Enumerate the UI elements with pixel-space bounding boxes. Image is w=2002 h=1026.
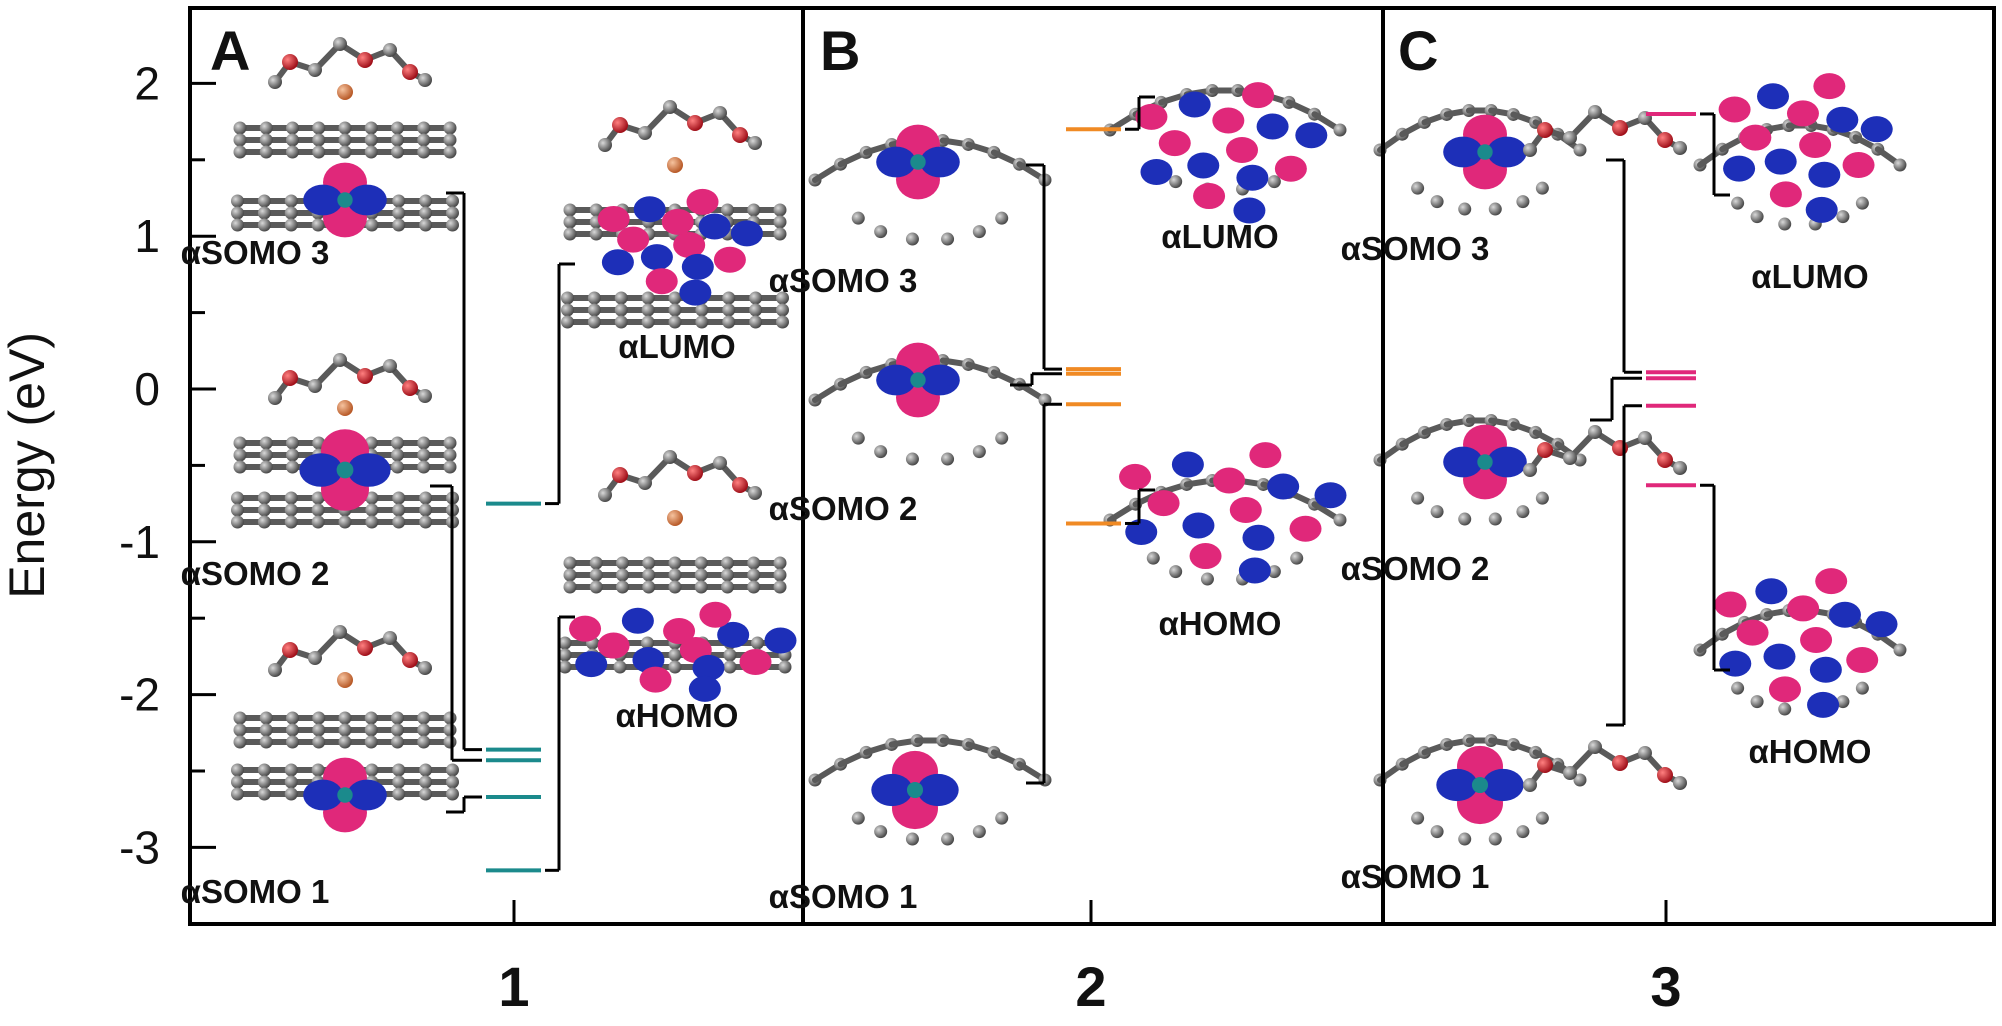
y-tick-label: -1 bbox=[119, 516, 160, 568]
mo-label-b-somo3: αSOMO 3 bbox=[769, 262, 918, 299]
panel-letter-c: C bbox=[1398, 19, 1438, 82]
mo-label-c-homo: αHOMO bbox=[1749, 733, 1872, 770]
panel-a-upper-sheet-3 bbox=[233, 711, 457, 749]
mo-label-a-lumo: αLUMO bbox=[618, 328, 735, 365]
panel-a-metal-atom-3 bbox=[337, 672, 353, 688]
x-category-label-2: 2 bbox=[1075, 955, 1106, 1018]
mo-label-a-somo1: αSOMO 1 bbox=[181, 873, 330, 910]
panel-c-somo2-fragment bbox=[1523, 425, 1687, 477]
panel-b-somo2-structure bbox=[808, 353, 1052, 466]
panel-a-metal-atom-1 bbox=[337, 84, 353, 100]
panel-a-homo-upper-sheet bbox=[563, 556, 787, 594]
x-category-label-3: 3 bbox=[1650, 955, 1681, 1018]
mo-label-c-somo3: αSOMO 3 bbox=[1341, 230, 1490, 267]
mo-label-a-somo2: αSOMO 2 bbox=[181, 555, 330, 592]
panel-a-upper-sheet-1 bbox=[233, 121, 457, 159]
panel-a-lumo-orbital bbox=[597, 188, 763, 306]
panel-b-somo1-orbital bbox=[871, 750, 959, 830]
mo-label-b-somo1: αSOMO 1 bbox=[769, 878, 918, 915]
panel-letter-b: B bbox=[820, 19, 860, 82]
mo-label-b-somo2: αSOMO 2 bbox=[769, 490, 918, 527]
panel-c-somo2-orbital bbox=[1443, 424, 1527, 500]
panel-b-somo1-structure bbox=[808, 733, 1052, 846]
y-tick-label: 2 bbox=[134, 57, 160, 109]
panel-a-somo1-orbital bbox=[303, 757, 387, 833]
panel-b-homo-orbital bbox=[1119, 442, 1347, 584]
y-tick-label: 1 bbox=[134, 210, 160, 262]
panel-a-homo-orbital bbox=[569, 601, 797, 702]
y-tick-label: -3 bbox=[119, 821, 160, 873]
panel-a-homo-metal-atom bbox=[667, 510, 683, 526]
mo-label-b-lumo: αLUMO bbox=[1161, 218, 1278, 255]
panel-a-connectors bbox=[430, 191, 575, 872]
panel-a-somo3-orbital bbox=[303, 162, 387, 238]
mo-label-a-somo3: αSOMO 3 bbox=[181, 234, 330, 271]
panel-b-somo2-orbital bbox=[876, 342, 960, 418]
mo-label-c-somo2: αSOMO 2 bbox=[1341, 550, 1490, 587]
panel-c-structures bbox=[1373, 73, 1907, 846]
panel-b-lumo-orbital bbox=[1135, 82, 1328, 224]
panel-c-somo1-orbital bbox=[1436, 745, 1524, 825]
mo-label-b-homo: αHOMO bbox=[1159, 605, 1282, 642]
panel-c-somo1-fragment bbox=[1523, 740, 1687, 792]
panel-c-somo3-orbital bbox=[1443, 114, 1527, 190]
panel-c-homo-orbital bbox=[1714, 568, 1898, 718]
panel-c-lumo-orbital bbox=[1718, 73, 1893, 223]
panel-a-metal-atom-2 bbox=[337, 400, 353, 416]
panel-a-crown-ether-3 bbox=[268, 625, 432, 677]
panel-a-somo2-orbital bbox=[299, 429, 391, 511]
panel-c-connectors bbox=[1590, 112, 1730, 727]
mo-label-c-lumo: αLUMO bbox=[1751, 258, 1868, 295]
y-axis-title: Energy (eV) bbox=[0, 332, 55, 599]
panel-a-crown-ether-1 bbox=[268, 37, 432, 89]
panel-b-somo3-orbital bbox=[876, 124, 960, 200]
panel-a-crown-ether-2 bbox=[268, 353, 432, 405]
panel-letter-a: A bbox=[210, 19, 250, 82]
panel-a-homo-crown-ether bbox=[598, 450, 762, 502]
panel-a-lumo-metal-atom bbox=[667, 157, 683, 173]
y-tick-label: 0 bbox=[134, 363, 160, 415]
x-category-label-1: 1 bbox=[498, 955, 529, 1018]
panel-b-connectors bbox=[1010, 95, 1155, 785]
y-tick-label: -2 bbox=[119, 669, 160, 721]
panel-b-structures bbox=[808, 82, 1347, 846]
mo-label-c-somo1: αSOMO 1 bbox=[1341, 858, 1490, 895]
panel-c-somo3-fragment bbox=[1523, 105, 1687, 157]
mo-label-a-homo: αHOMO bbox=[616, 697, 739, 734]
panel-a-structures bbox=[231, 37, 797, 833]
panel-a-lumo-lower-sheet bbox=[561, 291, 789, 329]
panel-a-lumo-crown-ether bbox=[598, 100, 762, 152]
